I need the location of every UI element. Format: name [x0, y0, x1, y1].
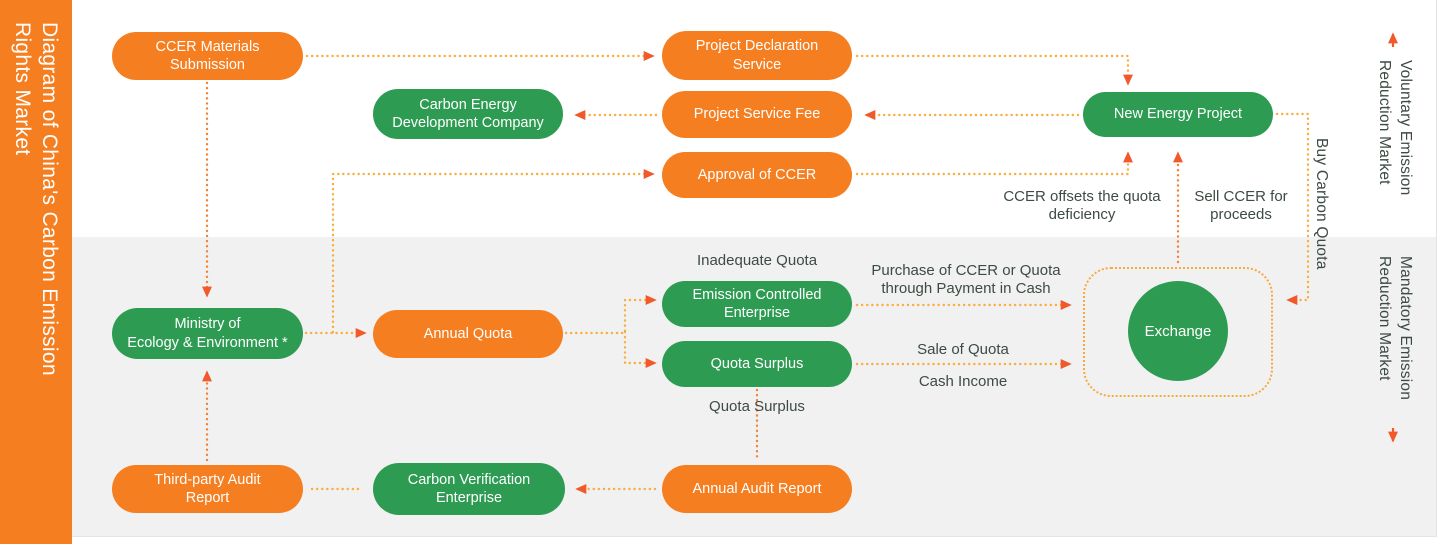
page-title: Diagram of China's Carbon Emission Right…	[11, 22, 61, 376]
node-approval-of-ccer: Approval of CCER	[662, 152, 852, 198]
node-project-declaration-service: Project Declaration Service	[662, 31, 852, 80]
node-label: New Energy Project	[1113, 106, 1243, 123]
node-label: Quota Surplus	[710, 355, 804, 372]
right-border-line	[1436, 0, 1437, 537]
node-ccer-materials-submission: CCER Materials Submission	[112, 32, 303, 80]
node-carbon-verification-enterprise: Carbon Verification Enterprise	[373, 463, 565, 515]
label-ccer-offsets-deficiency: CCER offsets the quota deficiency	[1003, 188, 1161, 224]
bottom-border-line	[72, 536, 1437, 537]
label-sell-ccer-for-proceeds: Sell CCER for proceeds	[1194, 188, 1288, 224]
label-mandatory-market: Mandatory Emission Reduction Market	[1376, 256, 1414, 401]
node-label: Approval of CCER	[697, 166, 817, 183]
label-cash-income: Cash Income	[918, 373, 1008, 390]
node-label: CCER Materials Submission	[155, 38, 260, 73]
sidebar-title-bar: Diagram of China's Carbon Emission Right…	[0, 0, 72, 544]
node-label: Emission Controlled Enterprise	[692, 286, 822, 321]
label-purchase-of-ccer: Purchase of CCER or Quota through Paymen…	[871, 262, 1061, 298]
label-sale-of-quota: Sale of Quota	[917, 341, 1009, 358]
node-label: Annual Audit Report	[692, 480, 822, 497]
node-exchange: Exchange	[1128, 281, 1228, 381]
node-label: Annual Quota	[423, 325, 513, 342]
node-ministry-of-ecology-environment: Ministry of Ecology & Environment *	[112, 308, 303, 359]
node-carbon-energy-development-company: Carbon Energy Development Company	[373, 89, 563, 139]
node-label: Exchange	[1144, 322, 1212, 340]
label-buy-carbon-quota: Buy Carbon Quota	[1313, 138, 1330, 270]
node-label: Carbon Energy Development Company	[392, 96, 544, 131]
node-project-service-fee: Project Service Fee	[662, 91, 852, 138]
node-annual-quota: Annual Quota	[373, 310, 563, 358]
node-label: Third-party Audit Report	[154, 471, 261, 506]
node-new-energy-project: New Energy Project	[1083, 92, 1273, 137]
node-label: Project Service Fee	[693, 106, 821, 123]
label-inadequate-quota: Inadequate Quota	[696, 252, 818, 269]
edge-ministry-to-approval-ccer	[331, 169, 655, 334]
exchange-dotted-frame	[1083, 267, 1273, 397]
label-quota-surplus: Quota Surplus	[709, 398, 805, 415]
node-label: Ministry of Ecology & Environment *	[127, 316, 288, 351]
edge-annual-quota-to-emission-controlled	[564, 295, 657, 335]
node-label: Carbon Verification Enterprise	[407, 471, 531, 506]
edge-project-declaration-to-new-energy	[855, 54, 1133, 86]
edge-annual-quota-to-quota-surplus	[623, 330, 657, 368]
node-label: Project Declaration Service	[695, 38, 819, 73]
node-annual-audit-report: Annual Audit Report	[662, 465, 852, 513]
edge-approval-to-new-energy	[855, 151, 1133, 176]
node-emission-controlled-enterprise: Emission Controlled Enterprise	[662, 281, 852, 327]
node-quota-surplus: Quota Surplus	[662, 341, 852, 387]
edge-new-energy-buy-quota-to-exchange	[1275, 112, 1310, 305]
label-voluntary-market: Voluntary Emission Reduction Market	[1376, 60, 1414, 196]
node-third-party-audit-report: Third-party Audit Report	[112, 465, 303, 513]
